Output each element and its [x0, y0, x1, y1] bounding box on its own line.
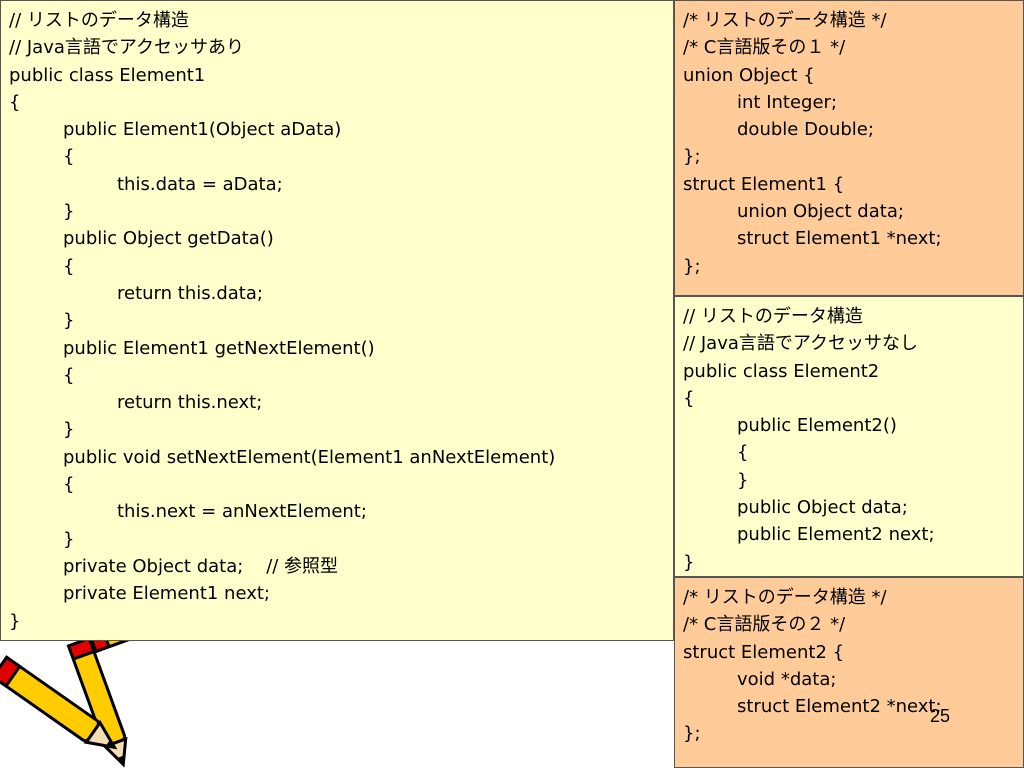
code-line: public void setNextElement(Element1 anNe…	[63, 446, 556, 468]
page-number: 25	[930, 706, 951, 726]
code-line: this.next = anNextElement;	[117, 501, 367, 523]
code-line: this.data = aData;	[117, 173, 283, 195]
code-line: /* リストのデータ構造 */	[683, 587, 887, 608]
code-line: {	[9, 91, 21, 113]
code-line: double Double;	[737, 119, 874, 141]
code-line: struct Element1 {	[683, 173, 845, 195]
code-line: struct Element2 {	[683, 641, 845, 663]
code-line: {	[63, 364, 75, 386]
c-element2-code: /* リストのデータ構造 */ /* C言語版その２ */ struct Ele…	[674, 577, 1024, 768]
code-line: {	[63, 474, 75, 496]
code-line: public Object data;	[737, 497, 908, 519]
code-line: {	[737, 442, 749, 464]
code-line: struct Element1 *next;	[737, 228, 942, 250]
code-line: int Integer;	[737, 91, 838, 113]
code-line: };	[683, 146, 701, 168]
code-line: public class Element1	[9, 64, 206, 86]
code-line: }	[683, 551, 695, 573]
code-line: struct Element2 *next;	[737, 696, 942, 718]
code-line: return this.next;	[117, 392, 263, 414]
code-line: }	[63, 419, 75, 441]
code-line: void *data;	[737, 668, 837, 690]
code-line: };	[683, 255, 701, 277]
code-line: {	[683, 387, 695, 409]
code-line: public Element1 getNextElement()	[63, 337, 375, 359]
code-line: }	[63, 310, 75, 332]
code-line: public Element1(Object aData)	[63, 119, 342, 141]
code-line: private Object data; // 参照型	[63, 555, 339, 577]
code-line: public Element2 next;	[737, 524, 935, 546]
code-line: /* C言語版その２ */	[683, 614, 846, 636]
code-line: };	[683, 723, 701, 745]
code-line: public Element2()	[737, 415, 897, 437]
code-line: public Object getData()	[63, 228, 274, 250]
c-element1-code: /* リストのデータ構造 */ /* C言語版その１ */ union Obje…	[674, 0, 1024, 296]
code-line: }	[9, 610, 21, 632]
code-line: // リストのデータ構造	[9, 10, 189, 31]
code-line: {	[63, 146, 75, 168]
code-line: // リストのデータ構造	[683, 306, 863, 327]
code-line: }	[63, 528, 75, 550]
code-line: // Java言語でアクセッサあり	[9, 37, 244, 59]
code-line: union Object {	[683, 64, 815, 86]
code-line: private Element1 next;	[63, 583, 270, 605]
java-element2-code: // リストのデータ構造 // Java言語でアクセッサなし public cl…	[674, 296, 1024, 577]
code-line: /* C言語版その１ */	[683, 37, 846, 59]
code-line: // Java言語でアクセッサなし	[683, 333, 918, 355]
code-line: }	[737, 469, 749, 491]
code-line: {	[63, 255, 75, 277]
java-element1-code: // リストのデータ構造 // Java言語でアクセッサあり public cl…	[0, 0, 674, 641]
code-line: return this.data;	[117, 282, 263, 304]
code-line: union Object data;	[737, 201, 904, 223]
code-line: }	[63, 201, 75, 223]
code-line: /* リストのデータ構造 */	[683, 10, 887, 31]
code-line: public class Element2	[683, 360, 880, 382]
